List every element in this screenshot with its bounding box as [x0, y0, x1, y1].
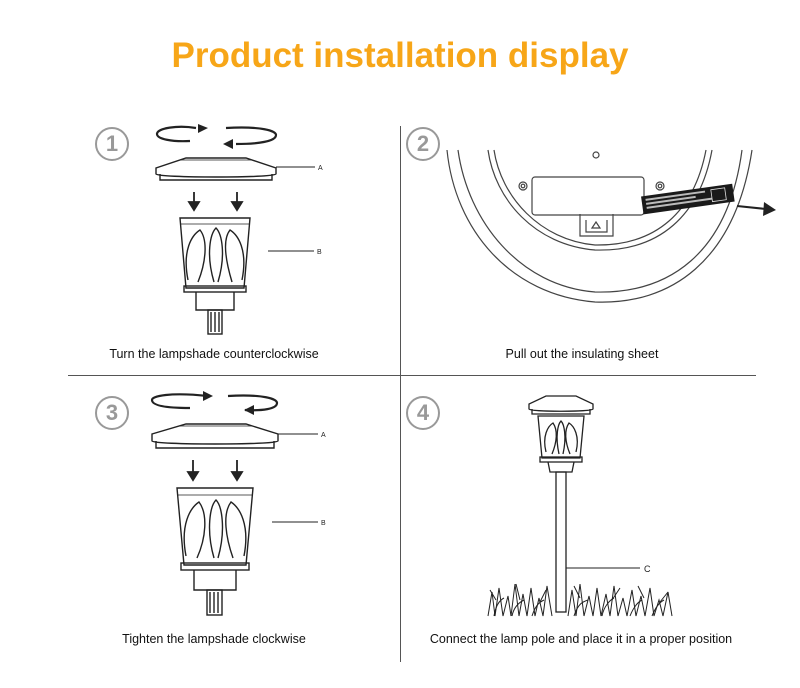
- vertical-divider: [400, 126, 401, 662]
- step-2-caption: Pull out the insulating sheet: [505, 347, 659, 361]
- step-3-number: 3: [95, 396, 129, 430]
- step-4-number: 4: [406, 396, 440, 430]
- pull-arrow-icon: [736, 202, 776, 216]
- down-arrows-icon: [187, 192, 244, 212]
- lamp-body-b: [179, 217, 251, 335]
- part-b-label-3: B: [321, 520, 326, 527]
- down-arrows-icon: [186, 460, 244, 482]
- part-a-label-1: A: [318, 165, 323, 172]
- rotate-clockwise-icon: [150, 393, 279, 412]
- step-3-caption: Tighten the lampshade clockwise: [122, 632, 306, 646]
- page-title: Product installation display: [171, 36, 629, 75]
- assembled-lamp: [528, 395, 594, 613]
- lampshade-cap-a: [151, 423, 279, 449]
- horizontal-divider: [68, 375, 756, 376]
- battery-cover: [446, 149, 753, 303]
- step-1-number: 1: [95, 127, 129, 161]
- part-c-label: C: [644, 564, 651, 574]
- step-1-caption: Turn the lampshade counterclockwise: [109, 347, 319, 361]
- insulating-sheet: [641, 183, 735, 215]
- part-a-label-3: A: [321, 432, 326, 439]
- part-b-label-1: B: [317, 249, 322, 256]
- step-2-number: 2: [406, 127, 440, 161]
- lampshade-cap-a: [155, 157, 277, 181]
- step-4-caption: Connect the lamp pole and place it in a …: [429, 632, 733, 646]
- rotate-counterclockwise-icon: [155, 125, 278, 146]
- lamp-body-b: [176, 487, 254, 616]
- grass: [487, 583, 673, 617]
